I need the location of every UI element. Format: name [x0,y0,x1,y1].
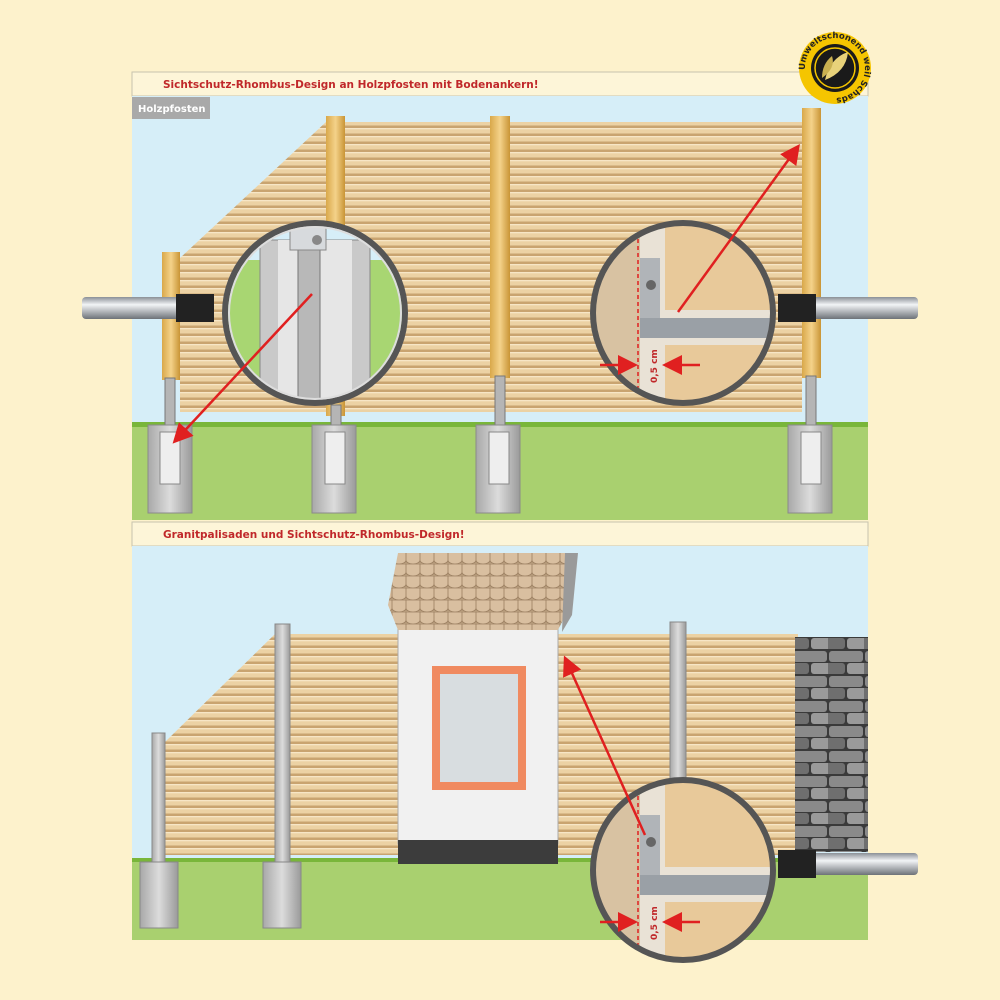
rail-pipe [790,853,918,875]
top-panel: Sichtschutz-Rhombus-Design an Holzpfoste… [82,71,918,520]
bottom-title-bar [131,521,869,547]
holzpfosten-tag-label: Holzpfosten [138,104,206,115]
top-panel-title: Sichtschutz-Rhombus-Design an Holzpfoste… [163,79,539,91]
top-title-bar [131,71,869,97]
holzpfosten-tag [132,97,210,119]
magnifier-slat-detail: 0,5 cm [563,655,776,963]
stone-wall [795,637,868,852]
roof [388,553,575,630]
granite-post [669,621,687,783]
bottom-panel-title: Granitpalisaden und Sichtschutz-Rhombus-… [163,529,465,541]
red-arrow [172,293,313,444]
red-arrow [563,655,647,836]
wood-post [802,108,821,378]
rail-pipe [82,297,182,319]
red-arrow [676,143,800,313]
leaf-icon [825,52,848,80]
garden-house [388,553,578,864]
granite-post [151,732,166,874]
ground-anchors [147,375,833,514]
dimension-label: 0,5 cm [650,349,660,383]
bottom-panel: Granitpalisaden und Sichtschutz-Rhombus-… [131,521,918,963]
wood-post [490,116,510,378]
rail-pipe [790,297,918,319]
magnifier-slat-detail: 0,5 cm [590,143,800,406]
dimension-label: 0,5 cm [650,906,660,940]
granite-post [274,623,291,875]
